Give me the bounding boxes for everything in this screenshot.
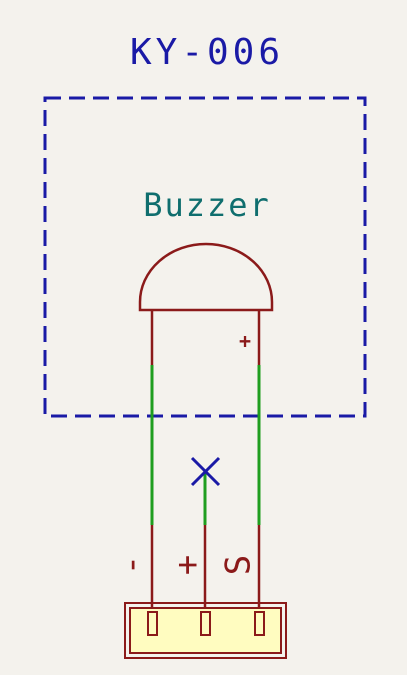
svg-text:S: S — [219, 555, 259, 575]
buzzer-plus-marker: + — [239, 329, 251, 353]
connector-pin-1 — [147, 611, 158, 636]
component-label: Buzzer — [143, 186, 271, 224]
connector-3pin-icon — [124, 602, 287, 659]
no-connect-x-icon — [190, 456, 221, 487]
pin-label-1: - — [112, 555, 152, 575]
pin-label-3: S — [219, 555, 259, 575]
connector-pin-3 — [254, 611, 265, 636]
svg-text:-: - — [112, 555, 152, 575]
buzzer-symbol-icon — [138, 242, 274, 312]
connector-pin-2 — [200, 611, 211, 636]
svg-text:+: + — [168, 555, 208, 575]
pin-label-2: + — [168, 555, 208, 575]
component-outline — [43, 96, 367, 418]
schematic-title: KY-006 — [130, 32, 284, 73]
